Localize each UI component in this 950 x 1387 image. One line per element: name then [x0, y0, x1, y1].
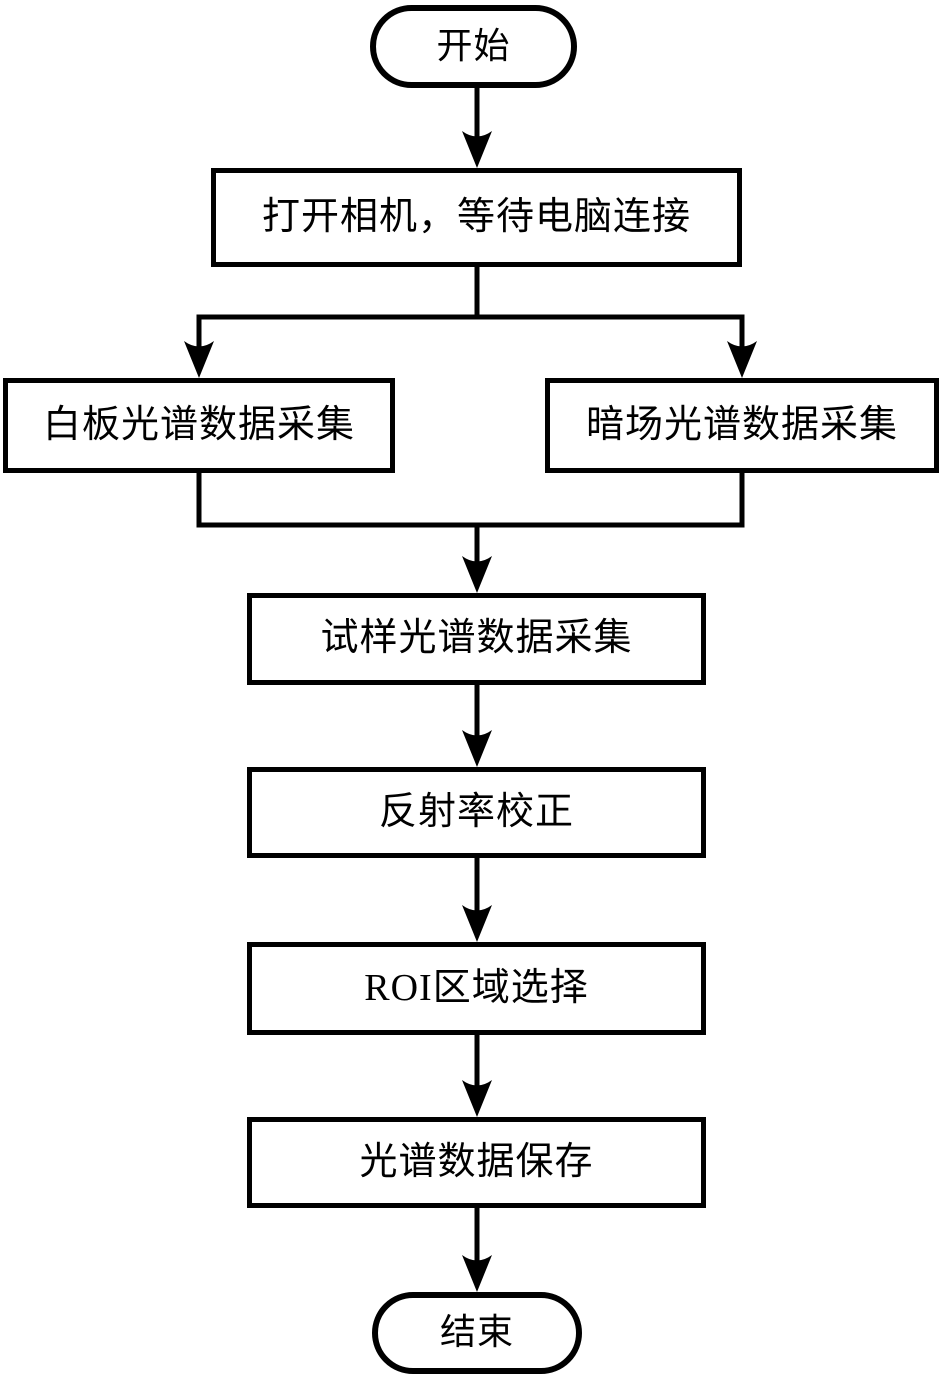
node-end-label: 结束 [439, 1312, 514, 1353]
arrowhead-to-roi [462, 905, 492, 942]
node-save-spectra: 光谱数据保存 [247, 1117, 706, 1208]
arrowhead-to-white-panel [184, 341, 214, 378]
node-end: 结束 [372, 1292, 582, 1374]
node-start: 开始 [370, 5, 577, 88]
node-start-label: 开始 [436, 25, 511, 66]
arrowhead-to-save [462, 1080, 492, 1117]
node-open-camera: 打开相机，等待电脑连接 [211, 168, 742, 267]
node-reflectance-correction-label: 反射率校正 [378, 790, 574, 833]
arrowhead-to-end [462, 1255, 492, 1292]
node-sample-collect: 试样光谱数据采集 [247, 593, 706, 685]
node-save-spectra-label: 光谱数据保存 [359, 1140, 594, 1183]
edge-branches-merge [196, 468, 745, 569]
arrowhead-to-open-camera [462, 131, 492, 168]
node-white-panel-collect-label: 白板光谱数据采集 [42, 403, 355, 446]
edge-open-camera-split [196, 262, 745, 353]
arrowhead-to-reflectance [462, 730, 492, 767]
node-open-camera-label: 打开相机，等待电脑连接 [261, 195, 691, 238]
node-reflectance-correction: 反射率校正 [247, 767, 706, 858]
node-sample-collect-label: 试样光谱数据采集 [320, 617, 633, 660]
node-roi-selection-label: ROI区域选择 [364, 966, 589, 1009]
node-white-panel-collect: 白板光谱数据采集 [3, 378, 395, 473]
node-roi-selection: ROI区域选择 [247, 942, 706, 1035]
node-dark-field-collect: 暗场光谱数据采集 [545, 378, 939, 473]
arrowhead-to-sample [462, 556, 492, 593]
node-dark-field-collect-label: 暗场光谱数据采集 [585, 403, 898, 446]
arrowhead-to-dark-field [727, 341, 757, 378]
